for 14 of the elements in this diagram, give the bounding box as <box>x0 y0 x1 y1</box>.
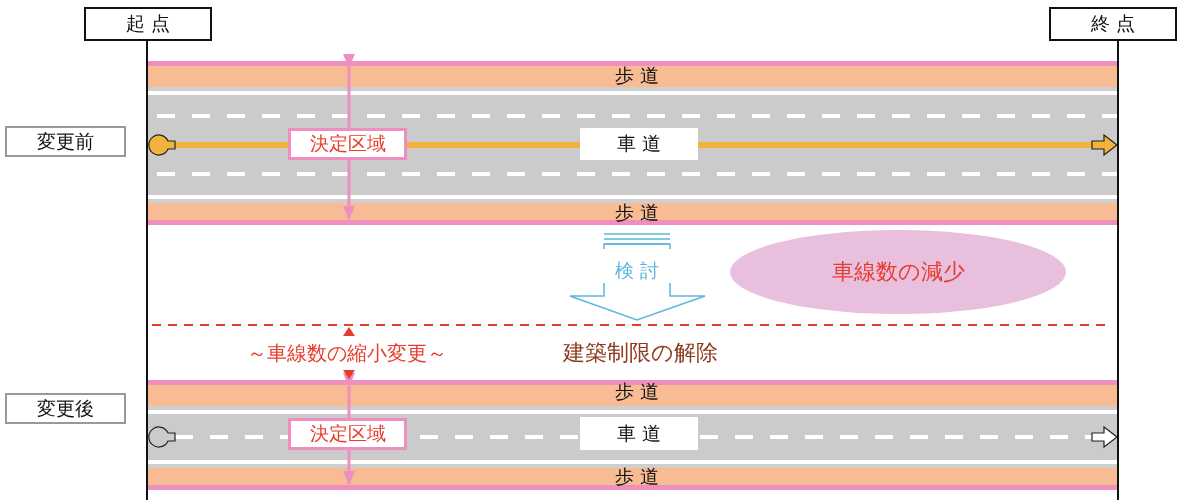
zone-label-box: 決定区域 <box>288 418 407 450</box>
sidewalk-label: 歩 道 <box>615 202 659 222</box>
start-point-box: 起 点 <box>84 7 212 41</box>
summary-ellipse: 車線数の減少 <box>730 230 1066 314</box>
change-note: ～車線数の縮小変更～ <box>247 343 447 363</box>
zone-label-box: 決定区域 <box>288 128 407 160</box>
roadway-label-box: 車 道 <box>580 417 698 450</box>
restriction-note: 建築制限の解除 <box>562 342 718 364</box>
sidewalk-label: 歩 道 <box>615 65 659 85</box>
review-label: 検 討 <box>615 260 659 280</box>
stage-label-box: 変更前 <box>5 126 126 157</box>
roadway-label-box: 車 道 <box>580 128 698 160</box>
end-point-box: 終 点 <box>1049 7 1177 41</box>
stage-label-box: 変更後 <box>5 393 126 424</box>
